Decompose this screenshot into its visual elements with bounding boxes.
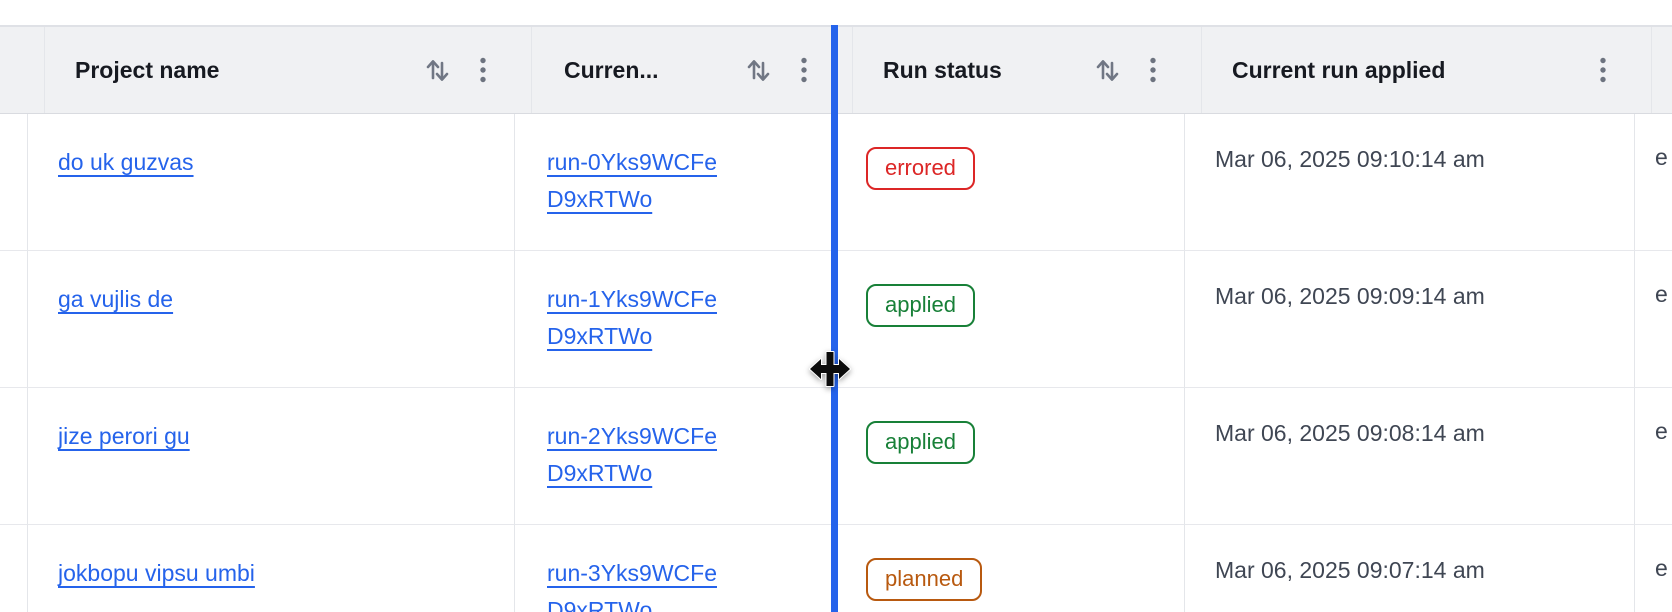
row-select-cell (0, 525, 28, 612)
run-link[interactable]: run-1Yks9WCFeD9xRTWo (547, 286, 717, 349)
header-cell-clipped[interactable]: V (1652, 27, 1672, 113)
column-menu-icon[interactable] (479, 56, 487, 84)
project-name-cell: jize perori gu (28, 388, 515, 525)
status-badge: applied (866, 284, 975, 327)
clipped-value: e (1655, 281, 1668, 307)
applied-timestamp: Mar 06, 2025 09:09:14 am (1215, 283, 1485, 309)
current-run-cell: run-2Yks9WCFeD9xRTWo (515, 388, 836, 525)
applied-timestamp: Mar 06, 2025 09:07:14 am (1215, 557, 1485, 583)
column-menu-icon[interactable] (800, 56, 808, 84)
clipped-value: e (1655, 418, 1668, 444)
clipped-cell: e (1635, 114, 1672, 251)
clipped-cell: e (1635, 525, 1672, 612)
row-select-cell (0, 251, 28, 388)
header-cell-select (0, 27, 45, 113)
project-link[interactable]: ga vujlis de (58, 286, 174, 312)
row-select-cell (0, 388, 28, 525)
project-link[interactable]: jokbopu vipsu umbi (58, 560, 255, 586)
sort-icon[interactable] (746, 55, 772, 85)
header-cell-current-run-applied[interactable]: Current run applied (1202, 27, 1652, 113)
run-status-cell: errored (836, 114, 1185, 251)
project-link[interactable]: do uk guzvas (58, 149, 194, 175)
clipped-cell: e (1635, 388, 1672, 525)
run-link[interactable]: run-3Yks9WCFeD9xRTWo (547, 560, 717, 612)
clipped-value: e (1655, 555, 1668, 581)
applied-timestamp: Mar 06, 2025 09:08:14 am (1215, 420, 1485, 446)
clipped-cell: e (1635, 251, 1672, 388)
run-status-cell: applied (836, 388, 1185, 525)
sort-icon[interactable] (425, 55, 451, 85)
clipped-value: e (1655, 144, 1668, 170)
column-menu-icon[interactable] (1149, 56, 1157, 84)
header-cell-project-name[interactable]: Project name (45, 27, 532, 113)
header-cell-run-status[interactable]: Run status (853, 27, 1202, 113)
project-name-cell: jokbopu vipsu umbi (28, 525, 515, 612)
header-cell-current-run[interactable]: Curren... (532, 27, 853, 113)
current-run-cell: run-3Yks9WCFeD9xRTWo (515, 525, 836, 612)
row-select-cell (0, 114, 28, 251)
project-name-cell: do uk guzvas (28, 114, 515, 251)
run-link[interactable]: run-2Yks9WCFeD9xRTWo (547, 423, 717, 486)
column-resize-line[interactable] (831, 25, 838, 612)
run-link[interactable]: run-0Yks9WCFeD9xRTWo (547, 149, 717, 212)
current-run-cell: run-1Yks9WCFeD9xRTWo (515, 251, 836, 388)
sort-icon[interactable] (1095, 55, 1121, 85)
project-link[interactable]: jize perori gu (58, 423, 190, 449)
status-badge: planned (866, 558, 983, 601)
project-name-cell: ga vujlis de (28, 251, 515, 388)
status-badge: applied (866, 421, 975, 464)
run-status-cell: applied (836, 251, 1185, 388)
current-run-applied-cell: Mar 06, 2025 09:10:14 am (1185, 114, 1635, 251)
column-label: Curren... (564, 56, 659, 83)
run-status-cell: planned (836, 525, 1185, 612)
current-run-cell: run-0Yks9WCFeD9xRTWo (515, 114, 836, 251)
status-badge: errored (866, 147, 975, 190)
column-label: Project name (75, 56, 220, 83)
current-run-applied-cell: Mar 06, 2025 09:08:14 am (1185, 388, 1635, 525)
column-menu-icon[interactable] (1599, 56, 1607, 84)
applied-timestamp: Mar 06, 2025 09:10:14 am (1215, 146, 1485, 172)
current-run-applied-cell: Mar 06, 2025 09:07:14 am (1185, 525, 1635, 612)
column-label: Current run applied (1232, 56, 1446, 83)
current-run-applied-cell: Mar 06, 2025 09:09:14 am (1185, 251, 1635, 388)
column-label: Run status (883, 56, 1002, 83)
